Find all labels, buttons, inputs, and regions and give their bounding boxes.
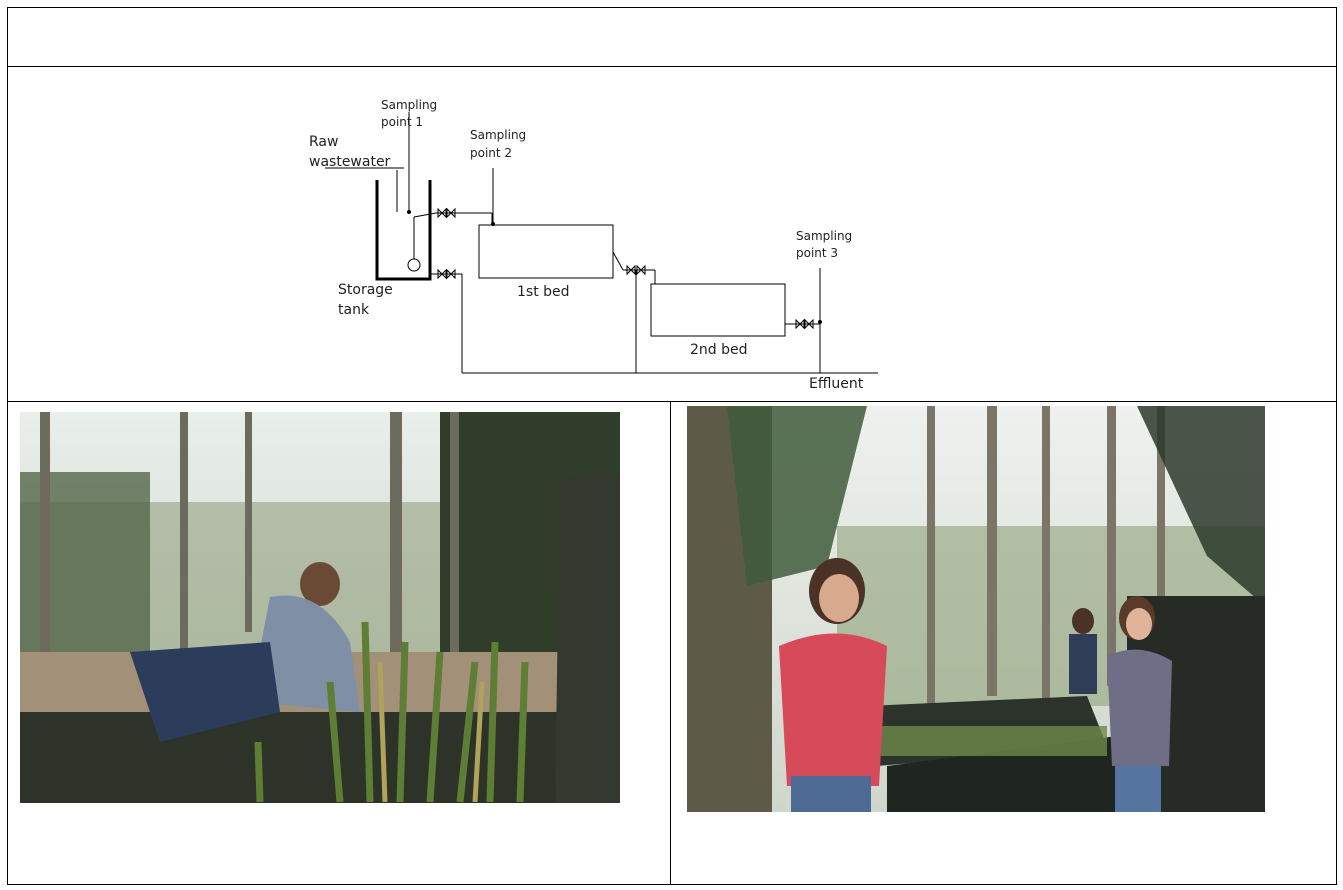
storage-tank-shape — [375, 180, 432, 281]
raw-wastewater-label: Raw — [309, 134, 338, 150]
sampling-point-1-label: point 1 — [381, 115, 423, 129]
pump-shape — [407, 258, 421, 272]
second-bed-label: 2nd bed — [690, 342, 748, 358]
second-bed-shape — [650, 283, 786, 337]
storage-tank-label: tank — [338, 302, 370, 318]
raw-wastewater-label: wastewater — [309, 154, 391, 170]
wetland-photo-left — [20, 412, 620, 803]
valve-icon — [437, 207, 456, 219]
sampling-point-1-label: Sampling — [381, 98, 437, 112]
table-frame — [7, 7, 1337, 885]
row-divider-middle — [7, 401, 1337, 402]
first-bed-label: 1st bed — [517, 284, 570, 300]
sampling-point-3-label: Sampling — [796, 229, 852, 243]
sampling-point-2-dot — [491, 222, 495, 226]
column-divider — [670, 401, 671, 885]
row-divider-top — [7, 66, 1337, 67]
wastewater-schematic: Raw wastewater Sampling point 1 Sampling… — [309, 98, 878, 392]
sampling-point-2-label: Sampling — [470, 128, 526, 142]
sampling-point-1-dot — [407, 210, 411, 214]
valve-icon — [626, 264, 646, 276]
sampling-point-2-label: point 2 — [470, 146, 512, 160]
storage-tank-label: Storage — [338, 282, 393, 298]
sampling-point-3-dot — [818, 320, 822, 324]
wetland-photo-right — [687, 406, 1265, 812]
sampling-point-3-label: point 3 — [796, 246, 838, 260]
valve-icon — [795, 318, 814, 330]
first-bed-shape — [478, 224, 614, 279]
effluent-label: Effluent — [809, 376, 864, 392]
valve-icon — [437, 268, 456, 280]
